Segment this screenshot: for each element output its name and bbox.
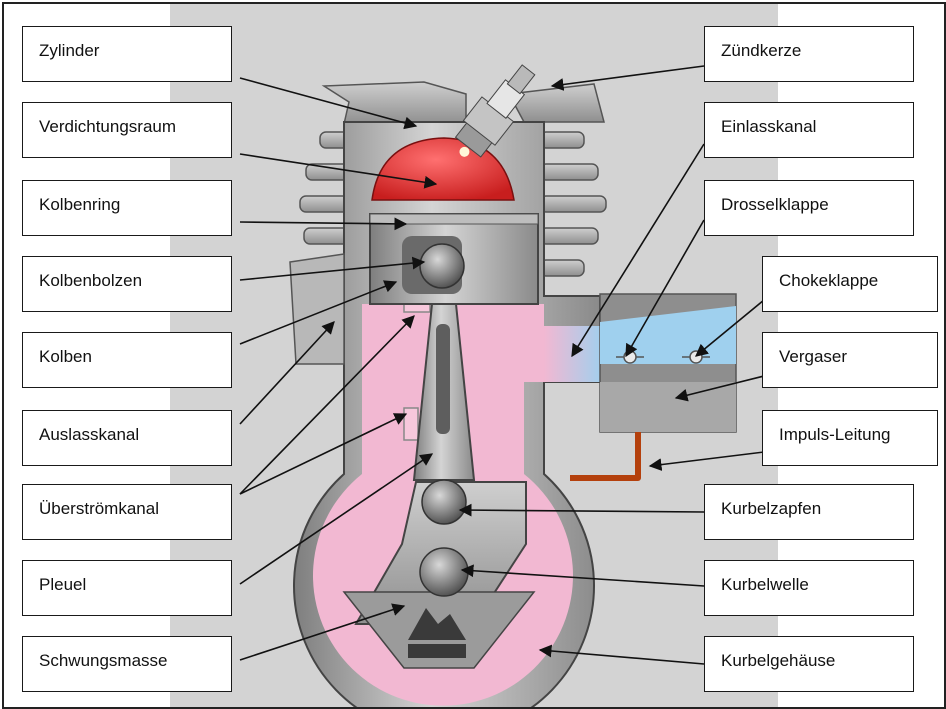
- label-kolbenring: Kolbenring: [22, 180, 232, 236]
- label-einlasskanal: Einlasskanal: [704, 102, 914, 158]
- transfer-port: [404, 408, 418, 440]
- label-kolbenbolzen: Kolbenbolzen: [22, 256, 232, 312]
- label-schwungsmasse: Schwungsmasse: [22, 636, 232, 692]
- carburetor: [600, 294, 736, 432]
- crank-pin: [422, 480, 466, 524]
- label-vergaser: Vergaser: [762, 332, 938, 388]
- label-kurbelzapfen: Kurbelzapfen: [704, 484, 914, 540]
- label-impuls-leitung: Impuls-Leitung: [762, 410, 938, 466]
- label-kurbelgehaeuse: Kurbelgehäuse: [704, 636, 914, 692]
- label-zylinder: Zylinder: [22, 26, 232, 82]
- piston: [370, 214, 538, 304]
- label-kolben: Kolben: [22, 332, 232, 388]
- label-drosselklappe: Drosselklappe: [704, 180, 914, 236]
- crankshaft: [420, 548, 468, 596]
- label-zuendkerze: Zündkerze: [704, 26, 914, 82]
- impulse-line: [570, 432, 638, 478]
- label-auslasskanal: Auslasskanal: [22, 410, 232, 466]
- label-ueberstroemkanal: Überströmkanal: [22, 484, 232, 540]
- label-kurbelwelle: Kurbelwelle: [704, 560, 914, 616]
- label-verdichtungsraum: Verdichtungsraum: [22, 102, 232, 158]
- label-pleuel: Pleuel: [22, 560, 232, 616]
- label-chokeklappe: Chokeklappe: [762, 256, 938, 312]
